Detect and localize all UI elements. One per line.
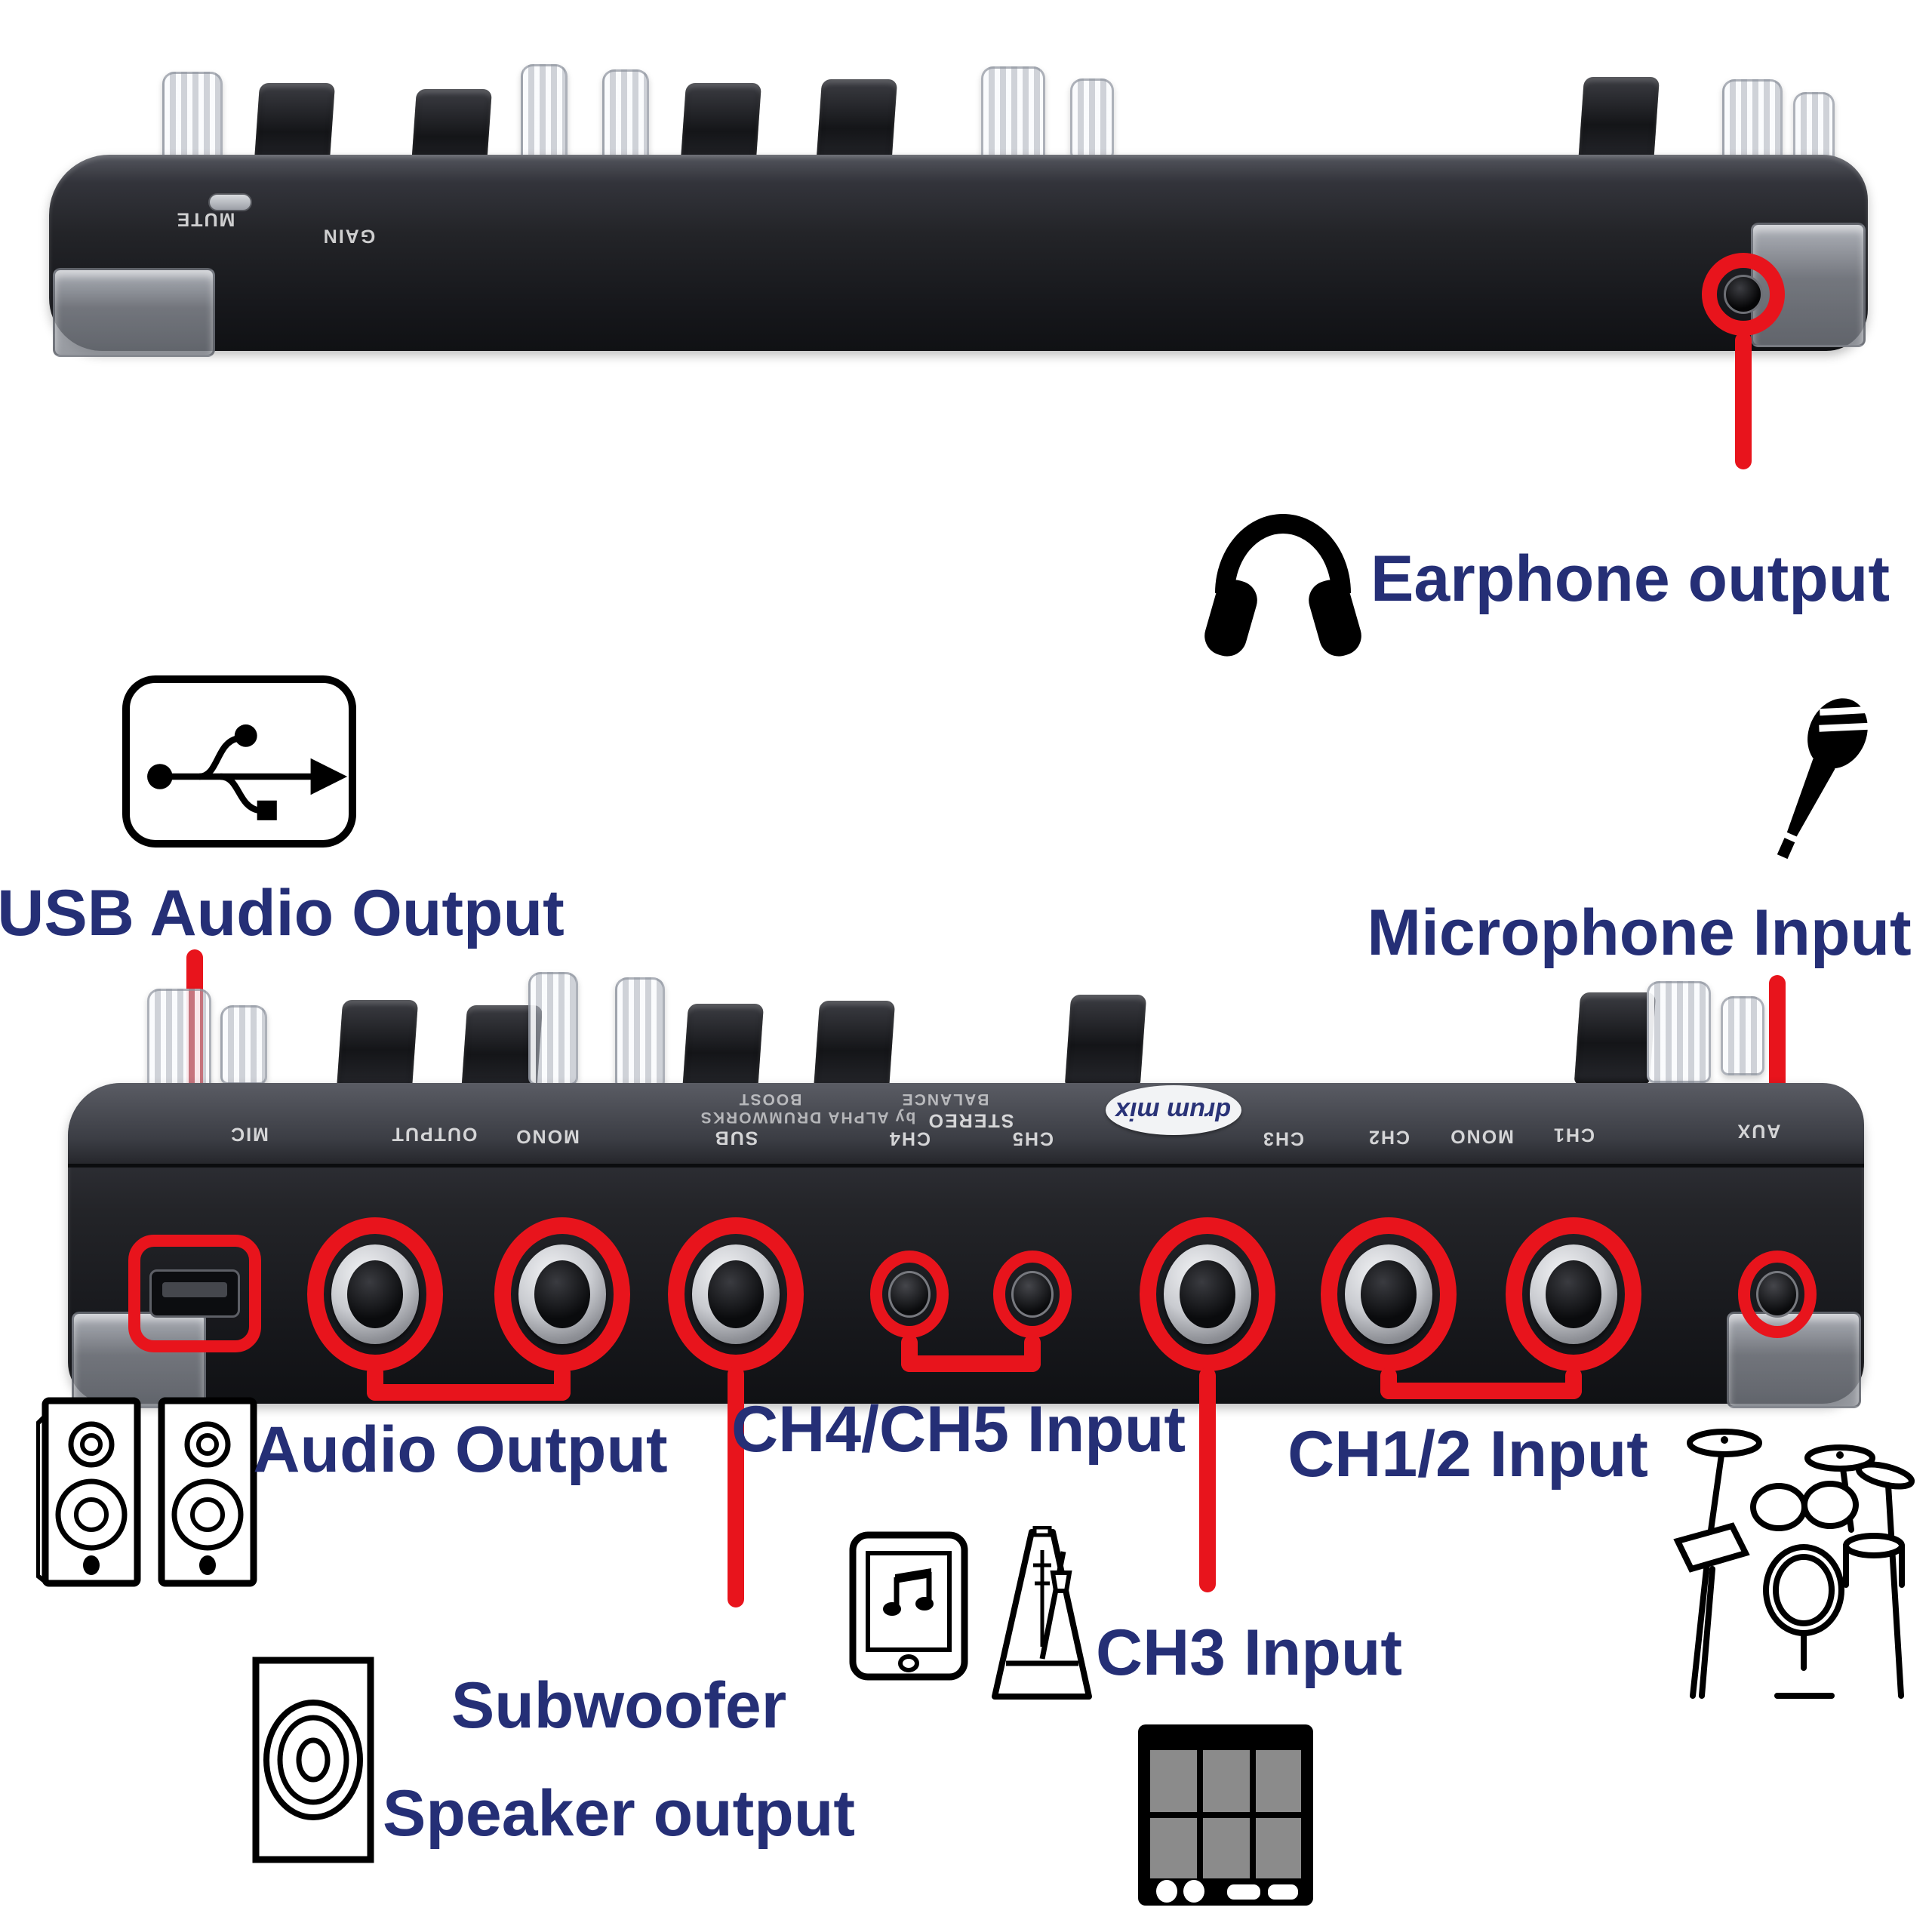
fader-cap	[1064, 995, 1147, 1087]
panel-label-sub: SUB	[713, 1127, 758, 1149]
panel-label-mono: MONO	[515, 1125, 580, 1147]
ch1-2-input-label: CH1/2 Input	[1287, 1418, 1648, 1491]
clear-knob	[1070, 78, 1114, 160]
ch1-ring	[1506, 1217, 1641, 1371]
drum-mix-logo: drum mix	[1106, 1085, 1241, 1135]
rear-label-gain: GAIN	[321, 225, 376, 247]
usb-audio-output-label: USB Audio Output	[0, 877, 565, 949]
usb-port-ring	[128, 1235, 261, 1352]
clear-knob	[162, 72, 223, 170]
earphone-output-label: Earphone output	[1371, 543, 1890, 615]
clear-slider	[528, 972, 578, 1085]
drum-pad-icon	[1138, 1724, 1313, 1906]
acrylic-foot	[1751, 223, 1866, 347]
panel-label-ch1: CH1	[1552, 1124, 1595, 1146]
panel-label-mono2: MONO	[1449, 1125, 1514, 1147]
usb-micro-port	[149, 1269, 240, 1318]
fader-cap	[336, 1000, 419, 1091]
panel-label-balance: BALANCE	[900, 1091, 989, 1108]
ch4-ch5-input-label: CH4/CH5 Input	[731, 1393, 1186, 1466]
acrylic-foot	[1727, 1312, 1861, 1408]
ch12-bracket-bar	[1380, 1383, 1582, 1399]
microphone-icon	[1777, 698, 1868, 860]
clear-knob	[981, 66, 1045, 166]
earphone-jack-ring	[1702, 253, 1785, 336]
headphones-icon	[1204, 514, 1361, 657]
subwoofer-icon	[252, 1657, 374, 1863]
panel-label-output: OUTPUT	[390, 1123, 478, 1145]
sub-ring	[668, 1217, 804, 1371]
main-r-ring	[494, 1217, 630, 1371]
ch3-ring	[1140, 1217, 1275, 1371]
microphone-input-label: Microphone Input	[1367, 897, 1912, 969]
subwoofer-label-line2: Speaker output	[383, 1777, 855, 1850]
clear-knob	[1793, 92, 1835, 166]
ch45-bracket-bar	[901, 1355, 1041, 1372]
clear-knob	[1647, 981, 1711, 1083]
music-tablet-icon	[849, 1531, 968, 1681]
fader-cap	[813, 1001, 896, 1091]
panel-label-ch4: CH4	[888, 1128, 931, 1149]
front-device-top-panel	[68, 1083, 1864, 1168]
panel-label-boost: BOOST	[737, 1091, 802, 1108]
panel-label-mic: MIC	[229, 1123, 269, 1145]
ch2-ring	[1321, 1217, 1457, 1371]
fader-cap	[681, 1004, 764, 1093]
clear-knob	[147, 989, 211, 1091]
sub-callout-line	[728, 1366, 744, 1607]
usb-icon	[122, 675, 356, 848]
mute-button	[208, 193, 252, 211]
panel-label-ch5: CH5	[1011, 1128, 1054, 1149]
acrylic-foot	[53, 268, 215, 357]
panel-label-aux: AUX	[1736, 1120, 1781, 1142]
mic-ring	[1738, 1251, 1817, 1338]
audio-output-label: Audio Output	[253, 1414, 668, 1486]
panel-label-ch2: CH2	[1367, 1126, 1411, 1148]
drum-mix-logo-text: drum mix	[1115, 1096, 1232, 1125]
panel-label-stereo: STEREO	[927, 1109, 1014, 1131]
ch5-ring	[993, 1251, 1072, 1338]
panel-brand: by ALPHA DRUMWORKS	[699, 1109, 916, 1126]
panel-label-ch3: CH3	[1261, 1128, 1305, 1149]
fader-cap	[1577, 77, 1660, 164]
drum-kit-icon	[1673, 1429, 1915, 1699]
metronome-icon	[992, 1526, 1092, 1700]
audio-bracket-bar	[367, 1384, 571, 1401]
ch4-ring	[870, 1251, 949, 1338]
clear-knob	[220, 1005, 267, 1084]
rear-device-body	[49, 155, 1868, 351]
clear-knob	[1721, 996, 1764, 1075]
ch3-callout-line	[1199, 1367, 1216, 1592]
clear-slider	[615, 977, 665, 1089]
ch3-input-label: CH3 Input	[1095, 1617, 1403, 1689]
main-l-ring	[307, 1217, 443, 1371]
subwoofer-label-line1: Subwoofer	[451, 1669, 787, 1742]
clear-slider	[521, 64, 568, 170]
fader-cap	[1574, 992, 1657, 1084]
speakers-icon	[36, 1397, 257, 1587]
earphone-callout-line	[1735, 332, 1752, 469]
